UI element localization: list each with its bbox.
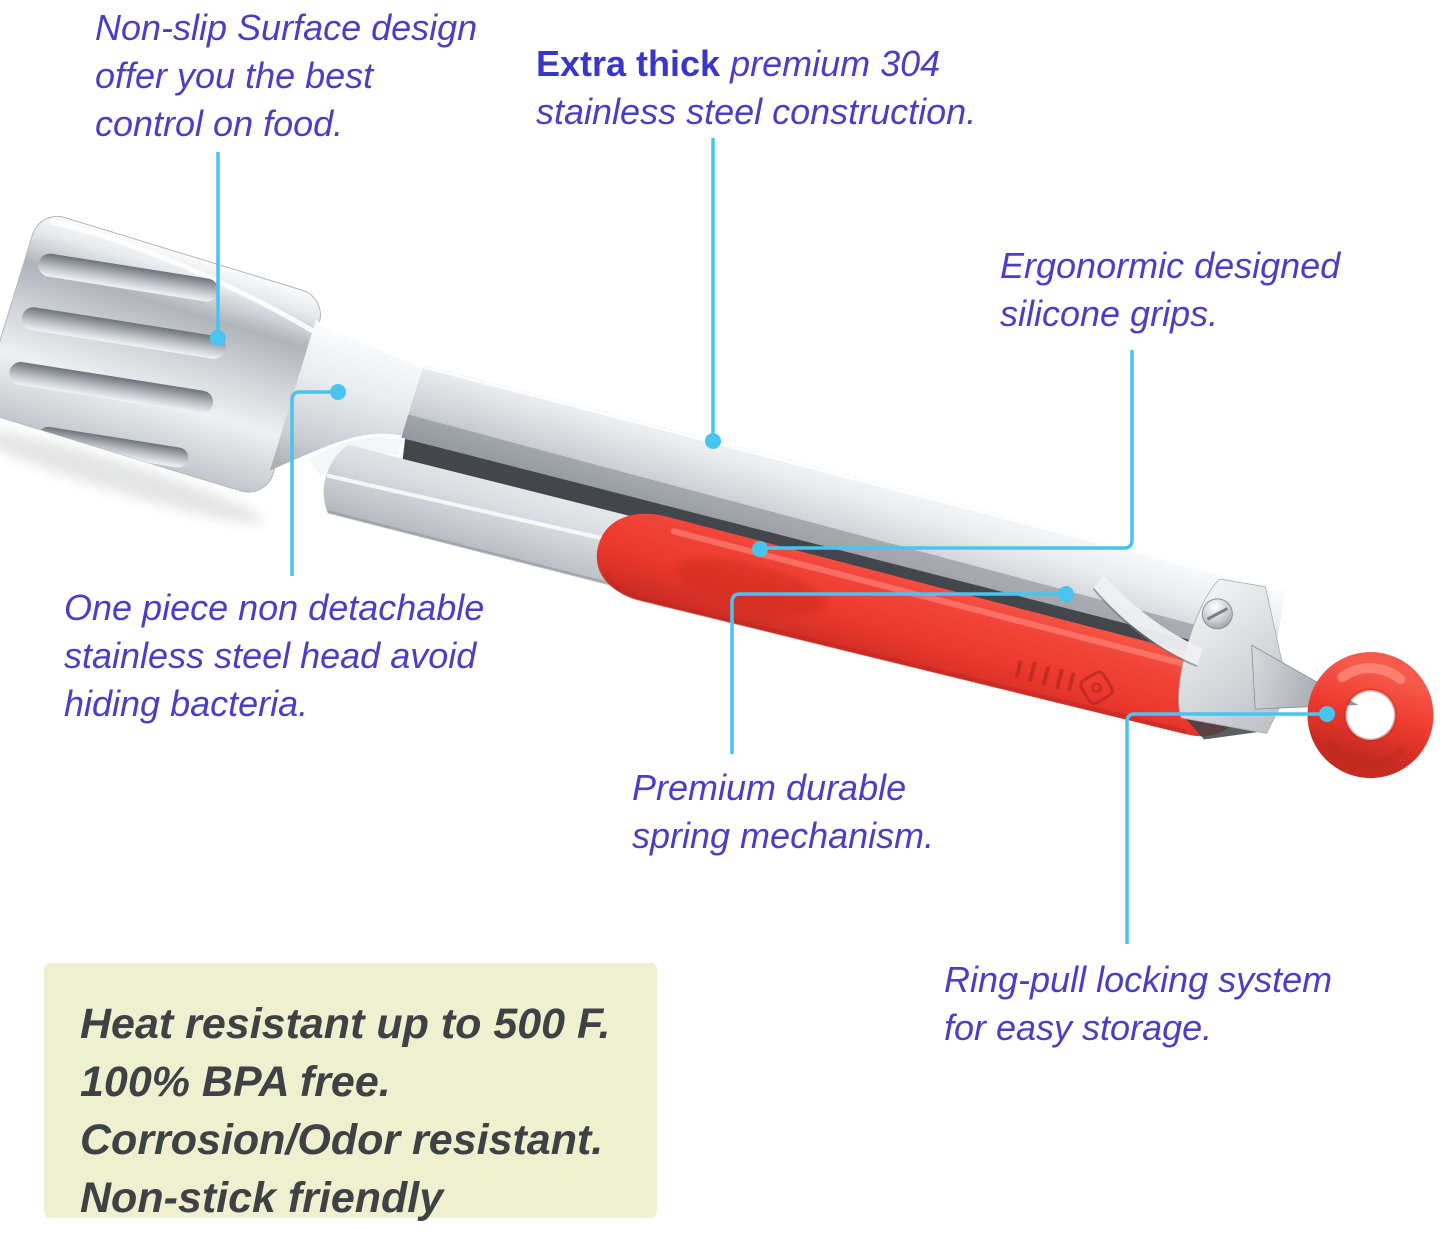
annotation-extra-thick: Extra thick premium 304 stainless steel … xyxy=(536,40,976,136)
head-top-highlight xyxy=(50,219,314,334)
annotation-spring-line2: spring mechanism. xyxy=(632,815,935,856)
annotation-non-slip-line2: offer you the best xyxy=(95,55,374,96)
hinge-bracket-crease xyxy=(1092,587,1198,668)
callout-dot-spring xyxy=(1058,586,1074,602)
feature-line-bpa: 100% BPA free. xyxy=(80,1058,391,1106)
annotation-spring: Premium durable spring mechanism. xyxy=(632,764,934,860)
annotation-non-slip-line1: Non-slip Surface design xyxy=(95,7,478,48)
annotation-ring-pull: Ring-pull locking system for easy storag… xyxy=(944,956,1332,1052)
annotation-ergonomic: Ergonormic designed silicone grips. xyxy=(1000,242,1340,338)
head-shadow xyxy=(0,428,264,524)
grip-thumb-dimple xyxy=(675,557,827,615)
annotation-ring-pull-line1: Ring-pull locking system xyxy=(944,959,1333,1000)
annotation-extra-thick-line2: stainless steel construction. xyxy=(536,91,977,132)
slotted-spatula-head xyxy=(0,215,321,493)
annotation-one-piece-line1: One piece non detachable xyxy=(64,587,485,628)
callout-dot-extra-thick xyxy=(705,433,721,449)
head-slots xyxy=(9,253,226,468)
annotation-ergonomic-line1: Ergonormic designed xyxy=(1000,245,1341,286)
annotation-ring-pull-line2: for easy storage. xyxy=(944,1007,1213,1048)
callout-dots xyxy=(210,330,1335,722)
callout-line-ergonomic xyxy=(764,350,1134,550)
annotation-extra-thick-bold: Extra thick xyxy=(536,43,721,84)
upper-arm-highlight xyxy=(422,365,1284,592)
annotation-non-slip: Non-slip Surface design offer you the be… xyxy=(95,4,477,148)
brand-emboss-logo xyxy=(1014,660,1114,705)
feature-line-corrosion: Corrosion/Odor resistant. xyxy=(80,1116,604,1164)
annotation-one-piece: One piece non detachable stainless steel… xyxy=(64,584,484,728)
annotation-one-piece-line2: stainless steel head avoid xyxy=(64,635,477,676)
hinge-bracket xyxy=(1093,574,1203,667)
annotation-non-slip-line3: control on food. xyxy=(95,103,344,144)
annotation-extra-thick-line1-rest: premium 304 xyxy=(730,43,941,84)
callout-dot-non-slip xyxy=(210,330,226,346)
ring-shade xyxy=(1326,738,1406,768)
callout-dot-ergonomic xyxy=(752,541,768,557)
callout-dot-one-piece xyxy=(330,384,346,400)
arm-gap-shadow xyxy=(402,438,1216,662)
annotation-extra-thick-line1: Extra thick premium 304 xyxy=(536,40,976,88)
feature-line-heat: Heat resistant up to 500 F. xyxy=(80,1000,611,1048)
rivet-slot xyxy=(1206,607,1229,621)
callout-line-spring xyxy=(730,592,1060,754)
ring-hole-edge xyxy=(1343,688,1397,742)
pull-ring xyxy=(1307,652,1434,779)
neck-top-highlight xyxy=(314,320,424,369)
annotation-ergonomic-line2: silicone grips. xyxy=(1000,293,1219,334)
upper-arm-underside xyxy=(401,414,1277,665)
tong-neck xyxy=(269,321,423,471)
grip-bottom-shade xyxy=(604,572,1187,735)
callout-dot-ring-pull xyxy=(1319,706,1335,722)
annotation-one-piece-line3: hiding bacteria. xyxy=(64,683,309,724)
ring-highlight xyxy=(1337,663,1406,685)
callout-lines xyxy=(216,138,1320,944)
feature-line-nonstick: Non-stick friendly xyxy=(80,1174,444,1222)
silicone-grip xyxy=(596,513,1247,737)
callout-line-ring-pull xyxy=(1125,712,1320,944)
feature-box: Heat resistant up to 500 F. 100% BPA fre… xyxy=(44,963,657,1222)
annotation-spring-line1: Premium durable xyxy=(632,767,907,808)
callout-line-one-piece xyxy=(290,390,338,576)
